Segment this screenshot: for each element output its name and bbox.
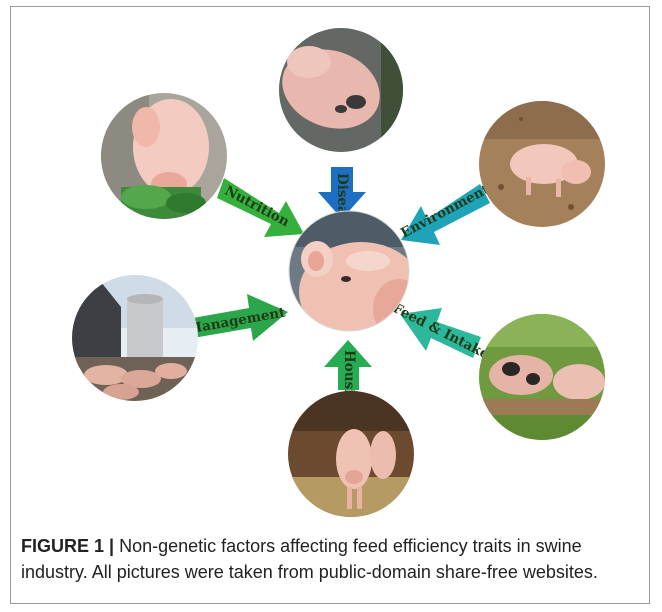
housing-pig-photo [287, 391, 417, 521]
management-pig-photo [69, 273, 203, 407]
environment-pig-photo [477, 99, 607, 229]
caption-label: FIGURE 1 | [21, 536, 114, 556]
nutrition-label: Nutrition [222, 183, 292, 230]
disease-pig-photo [271, 22, 413, 162]
factor-diagram: Disease Environment Nutrition Management… [11, 7, 649, 527]
management-label: Management [186, 304, 287, 337]
figure-caption: FIGURE 1 | Non-genetic factors affecting… [21, 533, 651, 585]
nutrition-pig-photo [99, 91, 229, 227]
figure-frame: Disease Environment Nutrition Management… [10, 6, 650, 604]
environment-label: Environment [398, 181, 493, 241]
feed-intake-pig-photo [477, 312, 611, 442]
